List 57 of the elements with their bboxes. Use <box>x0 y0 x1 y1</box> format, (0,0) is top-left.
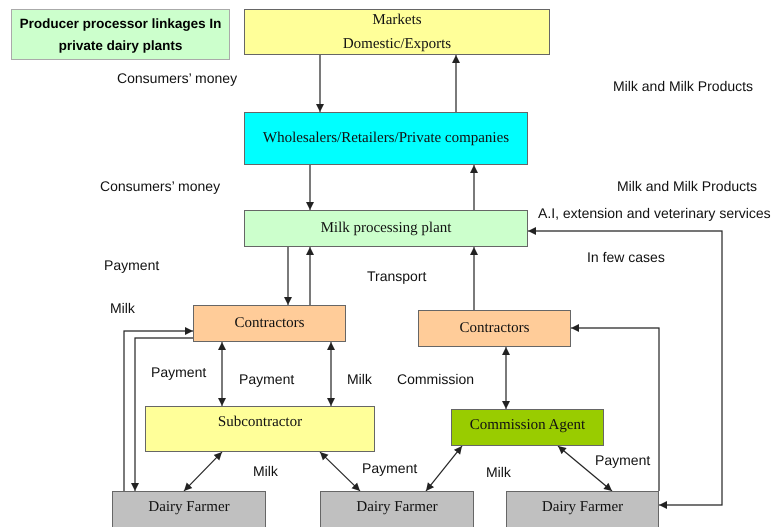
box-text: Contractors <box>460 319 530 338</box>
arrow <box>426 446 462 492</box>
process-box <box>244 9 550 55</box>
process-box <box>320 491 474 527</box>
process-box <box>145 406 375 452</box>
flow-label: In few cases <box>587 249 665 265</box>
process-box <box>451 409 604 446</box>
box-text: Commission Agent <box>470 416 586 435</box>
box-text: Subcontractor <box>218 413 302 432</box>
title-box: Producer processor linkages In private dairy plants <box>11 9 230 60</box>
edge-label: A.I, extension and veterinary services <box>538 205 771 221</box>
arrow <box>528 227 723 509</box>
flow-label: Milk and Milk Products <box>617 178 758 194</box>
arrow <box>284 247 292 305</box>
arrow <box>184 452 222 492</box>
arrow <box>502 347 510 409</box>
flow-label: Payment <box>362 460 418 476</box>
flow-label: Milk and Milk Products <box>613 78 754 94</box>
arrow <box>123 327 193 491</box>
flow-label: Payment <box>104 257 160 273</box>
arrow <box>470 247 478 310</box>
arrow <box>452 55 460 112</box>
flow-label: Payment <box>595 452 650 468</box>
box-text: Markets <box>372 11 422 30</box>
flow-label: Consumers’ money <box>100 178 220 194</box>
process-box <box>244 210 528 247</box>
flow-label: Payment <box>239 371 294 387</box>
process-box <box>506 491 659 527</box>
box-text: Dairy Farmer <box>356 498 438 517</box>
arrow <box>571 324 660 491</box>
arrow <box>131 337 193 491</box>
arrow <box>558 446 612 492</box>
box-text: Milk processing plant <box>320 219 452 238</box>
edge-label: Milk <box>110 300 135 316</box>
box-text: Dairy Farmer <box>542 498 624 517</box>
flow-label: Milk <box>486 464 511 480</box>
edge-label: Commission <box>397 371 474 387</box>
arrow <box>470 165 478 210</box>
box-text: Contractors <box>234 314 304 334</box>
box-text: Domestic/Exports <box>342 35 452 54</box>
arrow <box>306 247 314 305</box>
process-box <box>418 310 571 347</box>
box-text: Wholesalers/Retailers/Private companies <box>262 129 510 148</box>
flow-label: Transport <box>367 268 426 284</box>
arrow <box>320 452 360 492</box>
flow-label: Milk <box>253 463 278 479</box>
flow-label: Consumers’ money <box>117 70 238 86</box>
box-text: Dairy Farmer <box>148 498 230 517</box>
arrow <box>306 165 314 210</box>
edge-label: Payment <box>151 364 206 380</box>
process-box <box>112 491 266 527</box>
process-box <box>193 305 346 342</box>
arrow <box>316 55 324 112</box>
process-box <box>244 112 528 165</box>
edge-label: Milk <box>347 371 372 387</box>
arrow <box>218 342 226 406</box>
arrow <box>327 342 335 406</box>
